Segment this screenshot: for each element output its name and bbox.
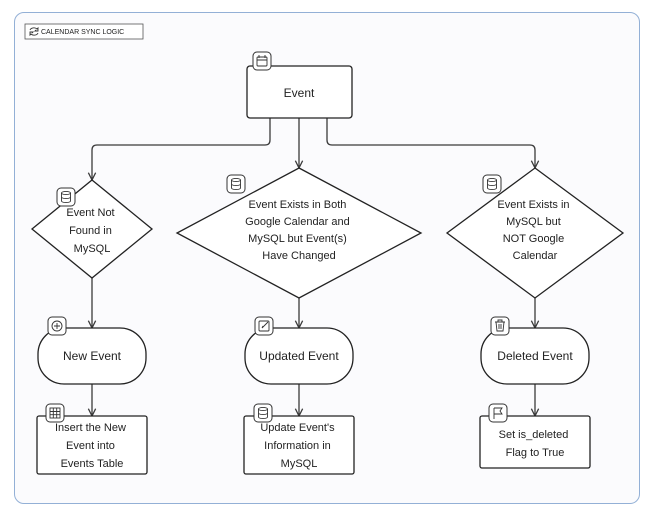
condition-node-3: Event Exists in MySQL but NOT Google Cal… [445,167,625,299]
database-icon [253,403,273,423]
condition-2-line: Event Exists in Both [249,199,347,211]
table-icon [45,403,65,423]
action-1-line: Events Table [61,458,124,470]
database-icon [56,187,76,207]
condition-2-line: MySQL but Event(s) [248,233,347,245]
state-2-label: Updated Event [259,349,339,363]
condition-1-text: Event Not Found in MySQL [66,207,117,255]
trash-icon [490,316,510,336]
condition-2-line: Google Calendar and [245,216,350,228]
title-tag: CALENDAR SYNC LOGIC [24,23,144,40]
condition-3-line: MySQL but [506,216,561,228]
action-2-line: MySQL [281,458,318,470]
action-1-line: Insert the New [55,422,126,434]
condition-2-line: Have Changed [262,250,335,262]
database-icon [482,174,502,194]
calendar-icon [252,51,272,71]
action-2-text: Update Event's Information in MySQL [260,422,337,470]
state-node-2: Updated Event [244,316,354,385]
state-node-1: New Event [37,316,147,385]
edges [92,118,535,416]
state-3-label: Deleted Event [497,349,573,363]
condition-3-text: Event Exists in MySQL but NOT Google Cal… [497,199,572,262]
action-3-line: Flag to True [506,447,565,459]
state-node-3: Deleted Event [480,316,590,385]
action-node-2: Update Event's Information in MySQL [243,403,355,475]
root-node-label: Event [284,86,315,100]
plus-circle-icon [47,316,67,336]
condition-node-1: Event Not Found in MySQL [30,179,154,279]
action-node-1: Insert the New Event into Events Table [36,403,148,475]
action-1-line: Event into [66,440,115,452]
action-2-line: Information in [264,440,331,452]
condition-1-line: MySQL [74,243,111,255]
condition-3-line: Event Exists in [497,199,569,211]
condition-2-text: Event Exists in Both Google Calendar and… [245,199,353,262]
action-3-text: Set is_deleted Flag to True [499,429,572,459]
condition-3-line: NOT Google [503,233,565,245]
action-2-line: Update Event's [260,422,335,434]
condition-node-2: Event Exists in Both Google Calendar and… [175,167,423,299]
edit-icon [254,316,274,336]
action-node-3: Set is_deleted Flag to True [479,403,591,469]
sync-icon [29,26,39,37]
action-3-line: Set is_deleted [499,429,569,441]
condition-1-line: Found in [69,225,112,237]
edge-root-to-branch3 [326,118,535,168]
condition-3-line: Calendar [513,250,558,262]
title-tag-label: CALENDAR SYNC LOGIC [41,29,124,36]
edge-root-to-branch1 [92,118,271,180]
action-1-text: Insert the New Event into Events Table [55,422,129,470]
database-icon [226,174,246,194]
condition-1-line: Event Not [66,207,114,219]
state-1-label: New Event [63,349,122,363]
root-node: Event [246,51,353,119]
flag-icon [488,403,508,423]
